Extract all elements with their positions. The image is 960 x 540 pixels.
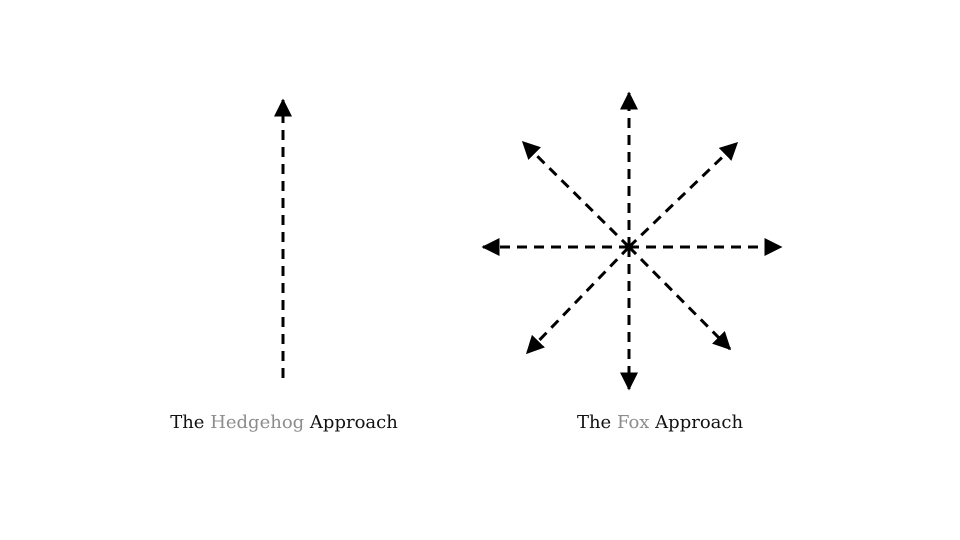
fox-arrow-up-left [521, 140, 631, 249]
hedgehog-caption-highlight: Hedgehog [210, 412, 305, 433]
fox-arrow-down-left [525, 245, 631, 355]
fox-arrow-group [481, 91, 783, 391]
fox-caption-suffix: Approach [655, 412, 744, 433]
fox-arrow-down-right [627, 245, 732, 351]
fox-caption-prefix: The [576, 412, 612, 433]
hedgehog-caption-prefix: The [170, 412, 205, 433]
hedgehog-caption: The Hedgehog Approach [134, 410, 434, 436]
hedgehog-caption-suffix: Approach [309, 412, 398, 433]
fox-caption: The Fox Approach [510, 410, 810, 436]
fox-caption-highlight: Fox [616, 412, 650, 433]
fox-arrow-up-right [627, 141, 739, 249]
